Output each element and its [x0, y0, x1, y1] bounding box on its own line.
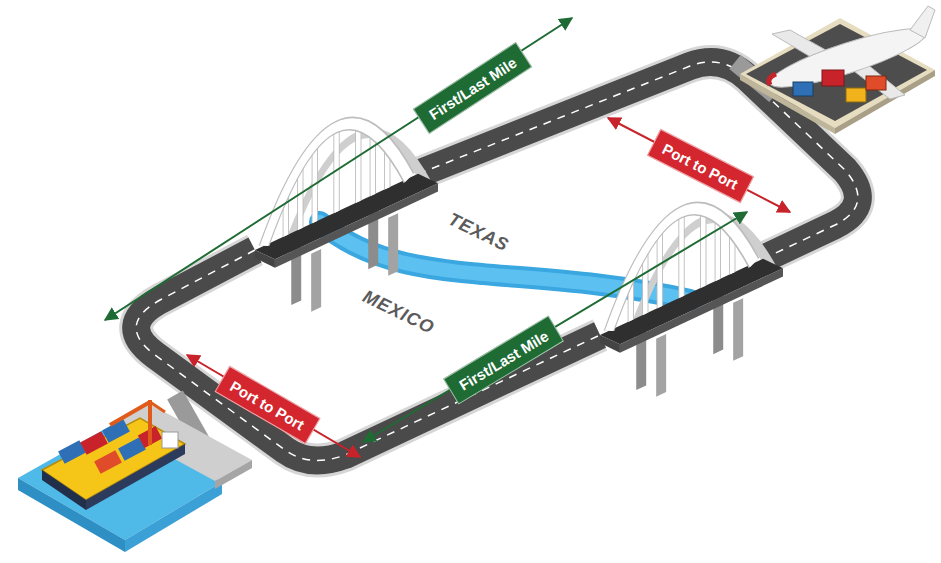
airport-plane — [765, 18, 930, 97]
road — [136, 62, 858, 460]
port-label-box: Port to Port — [646, 129, 753, 203]
port-ship — [80, 431, 108, 455]
airport-plane — [793, 82, 813, 96]
port-ship — [42, 470, 86, 510]
range-arrow — [187, 355, 360, 457]
port-ship — [215, 460, 252, 489]
region-label: TEXAS — [444, 208, 512, 255]
road — [136, 250, 600, 460]
port-ship — [18, 400, 252, 552]
port-ship — [94, 450, 122, 474]
port-ship — [162, 432, 178, 448]
port-ship — [148, 400, 152, 445]
road — [136, 250, 600, 460]
range-arrow — [608, 118, 790, 212]
airport-plane — [740, 18, 935, 128]
airport-plane — [910, 6, 935, 38]
airport-plane — [835, 70, 935, 134]
range-arrow — [105, 18, 790, 457]
airport-plane — [740, 6, 935, 134]
airport-plane — [769, 74, 776, 85]
port-ship — [125, 482, 222, 552]
bridge — [255, 80, 438, 338]
bridge — [255, 80, 783, 423]
label-text: Port to Port — [658, 139, 741, 194]
airport-plane — [866, 76, 886, 90]
label-text: First/Last Mile — [425, 53, 520, 125]
port-ship — [150, 402, 165, 412]
port-ship — [110, 402, 150, 425]
road — [136, 250, 600, 460]
airport-plane — [822, 70, 844, 86]
airport-plane — [846, 88, 866, 102]
region-label: MEXICO — [359, 286, 437, 339]
range-arrow — [105, 18, 572, 320]
bridge — [600, 165, 783, 423]
